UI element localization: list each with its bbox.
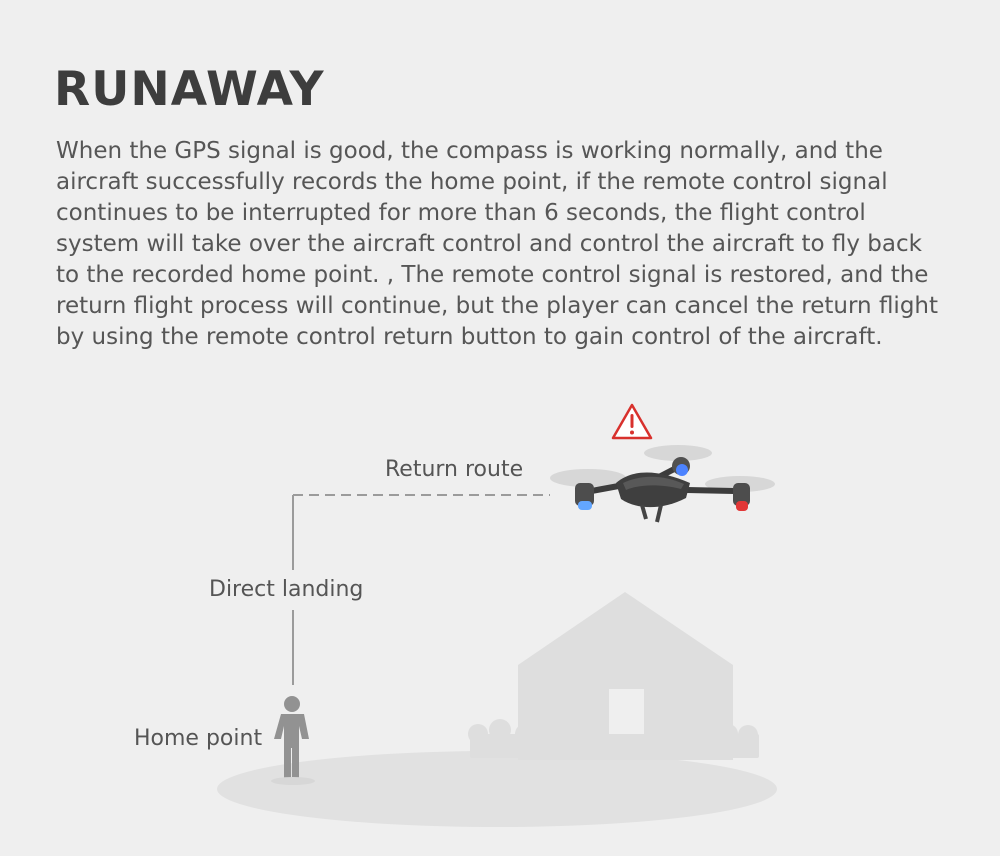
direct-landing-label: Direct landing [209, 577, 364, 602]
warning-icon [611, 403, 653, 440]
page-title: RUNAWAY [54, 62, 325, 117]
home-point-label: Home point [134, 726, 263, 751]
drone-icon [550, 445, 775, 523]
feature-description: When the GPS signal is good, the compass… [56, 138, 939, 350]
person-icon [271, 696, 315, 785]
return-route-label: Return route [385, 457, 524, 482]
house-icon [468, 592, 759, 760]
ground-shadow [217, 751, 777, 827]
